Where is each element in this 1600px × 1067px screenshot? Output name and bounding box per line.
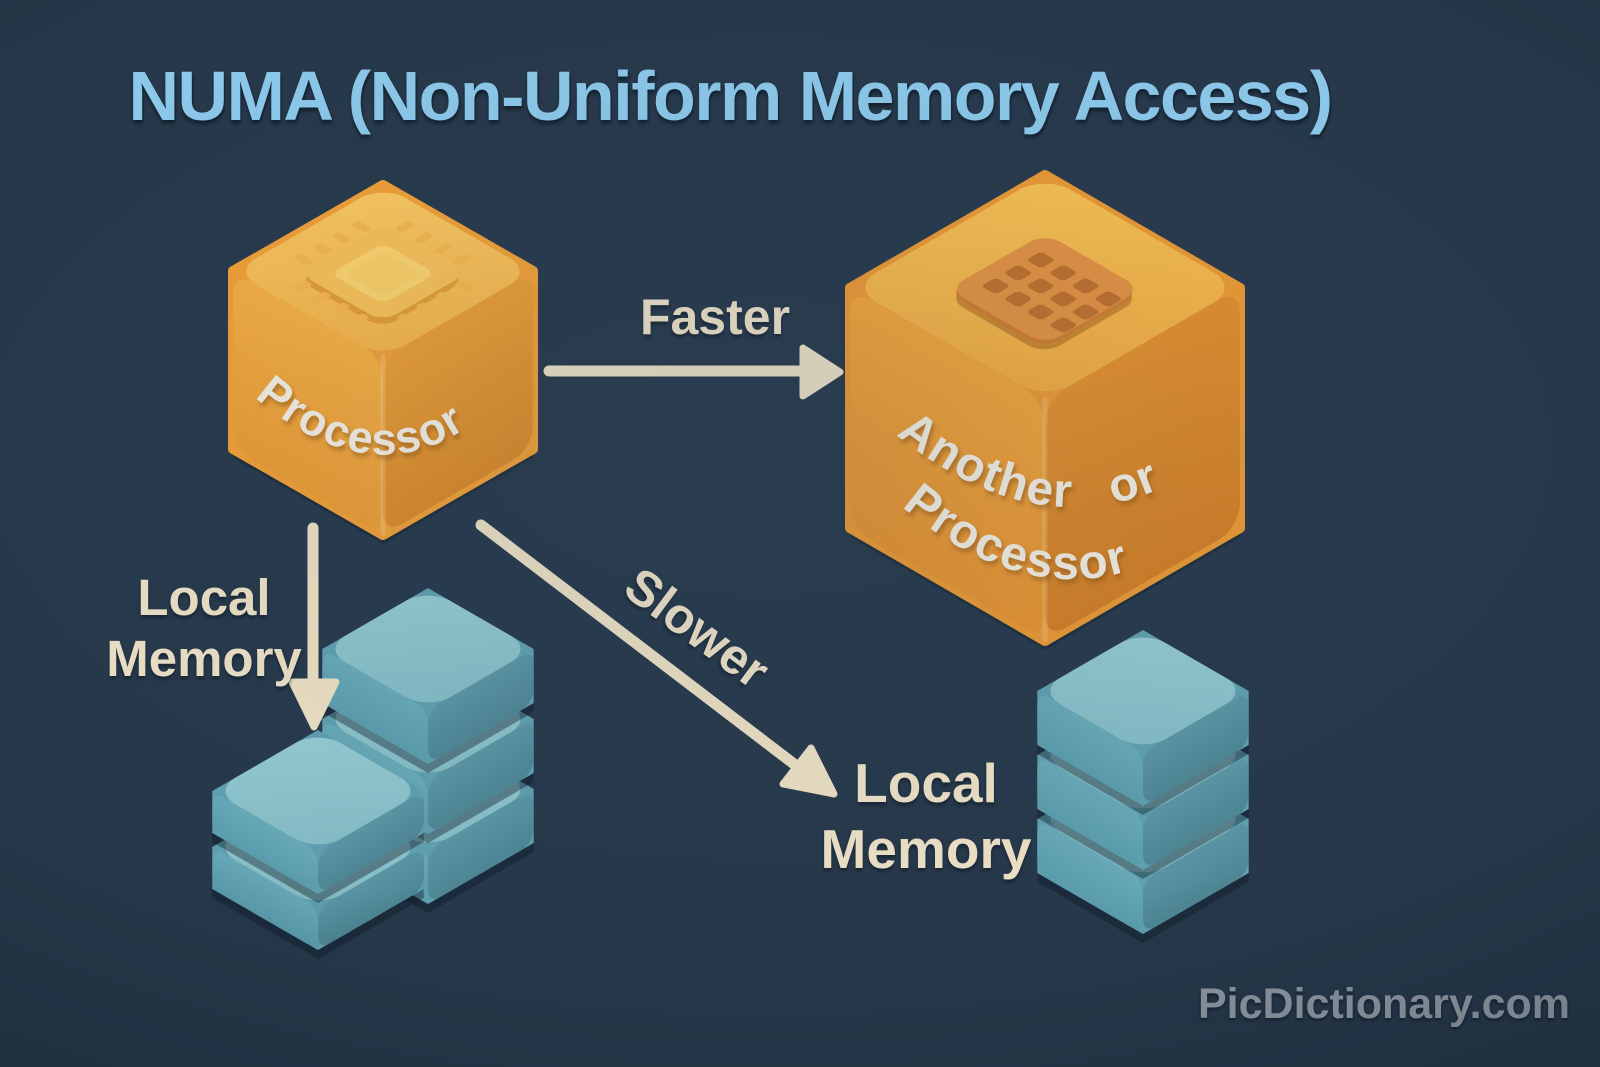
another-processor-cube-right-face bbox=[1045, 296, 1240, 631]
another-processor-cube: Another or Processor bbox=[845, 170, 1245, 650]
watermark: PicDictionary.com bbox=[1198, 980, 1570, 1028]
slower-arrowhead bbox=[779, 744, 838, 798]
faster-arrowhead bbox=[799, 344, 844, 400]
processor-cube-top-face bbox=[246, 192, 520, 351]
page-title: NUMA (Non-Uniform Memory Access) bbox=[128, 57, 1333, 135]
arrows bbox=[288, 344, 844, 798]
another-processor-cube-left-face bbox=[850, 297, 1045, 632]
processor-cube: Processor bbox=[228, 180, 538, 544]
memory-stack-right bbox=[1037, 630, 1249, 943]
faster-arrow-label: Faster bbox=[639, 289, 791, 345]
cpu-chip-icon bbox=[292, 221, 474, 325]
processor-cube-right-face bbox=[383, 278, 533, 527]
local-memory-left-label: Local Memory bbox=[106, 567, 302, 689]
another-processor-cube-top-face bbox=[865, 183, 1225, 392]
waffle-grid-icon bbox=[956, 238, 1133, 350]
local-memory-left-line1: Local bbox=[137, 568, 271, 626]
local-memory-arrow bbox=[288, 522, 340, 731]
local-memory-right-line2: Memory bbox=[820, 818, 1032, 880]
local-memory-left-line2: Memory bbox=[106, 630, 302, 687]
faster-arrow bbox=[543, 344, 844, 400]
slower-arrow bbox=[475, 519, 838, 798]
local-memory-right-line1: Local bbox=[854, 752, 998, 814]
local-memory-arrowhead bbox=[288, 678, 340, 731]
local-memory-right-label: Local Memory bbox=[821, 750, 1032, 882]
processor-cube-left-face bbox=[233, 279, 383, 528]
